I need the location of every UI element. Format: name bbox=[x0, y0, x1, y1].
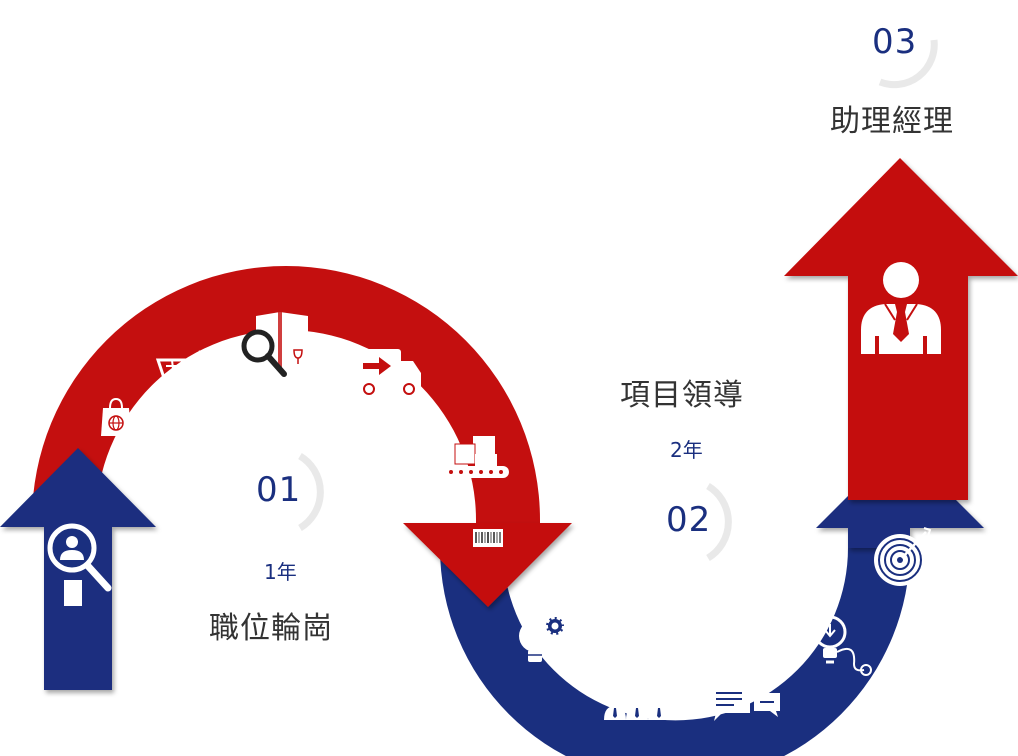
step-01-title: 職位輪崗 bbox=[209, 611, 333, 646]
step-01-circle bbox=[240, 450, 324, 534]
barcode-icon bbox=[473, 529, 503, 547]
step-02-title: 項目領導 bbox=[620, 378, 744, 413]
shopping-cart-icon bbox=[155, 350, 206, 397]
step-03-circle bbox=[856, 4, 938, 89]
blue-lower-arc bbox=[440, 548, 910, 756]
step-01-duration: 1年 bbox=[264, 560, 297, 584]
step-02-circle bbox=[648, 480, 732, 564]
step-01-number: 01 bbox=[256, 470, 302, 510]
magnifier-box-icon bbox=[241, 312, 308, 377]
step-03-title: 助理經理 bbox=[830, 104, 954, 139]
person-search-icon bbox=[47, 523, 112, 606]
lightbulb-idea-icon bbox=[813, 615, 872, 676]
manager-icon bbox=[861, 262, 941, 354]
step-02-duration: 2年 bbox=[670, 438, 703, 462]
red-upper-arc bbox=[32, 266, 540, 523]
conveyor-boxes-icon bbox=[443, 436, 509, 478]
step-02-number: 02 bbox=[666, 500, 712, 540]
red-down-arrowhead bbox=[403, 523, 572, 607]
delivery-truck-icon bbox=[355, 349, 421, 395]
chat-bubbles-icon bbox=[710, 685, 780, 721]
target-icon bbox=[874, 527, 932, 586]
lightbulb-gear-icon bbox=[519, 615, 566, 662]
step-03-number: 03 bbox=[872, 22, 918, 62]
shopping-bag-icon bbox=[101, 397, 131, 436]
team-hierarchy-icon bbox=[604, 664, 670, 720]
